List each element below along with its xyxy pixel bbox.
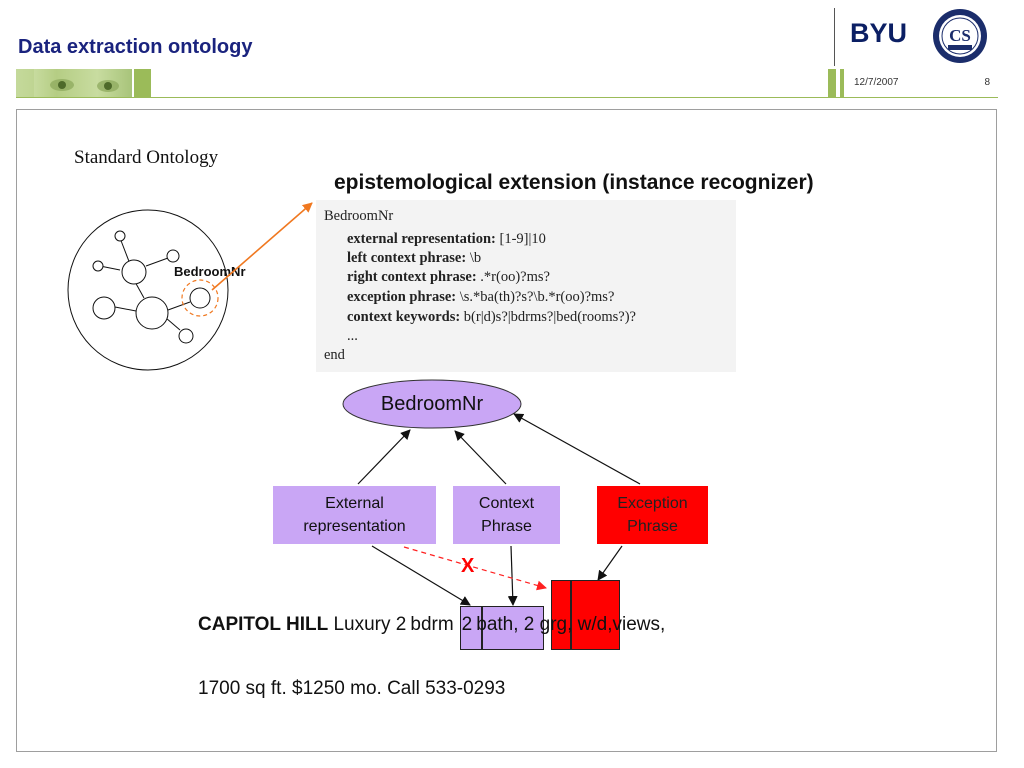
header-divider [834, 8, 835, 66]
ontology-graph [67, 209, 229, 371]
definition-end: end [324, 347, 345, 363]
rejected-match-arrow [403, 546, 547, 591]
exception-to-bath-arrow [597, 545, 623, 581]
ad-match-number: 2 [395, 614, 407, 635]
definition-key: left context phrase: [347, 250, 467, 266]
slide-number: 8 [984, 77, 990, 88]
banner-bar [840, 69, 844, 97]
banner-photo [16, 69, 132, 97]
definition-line: exception phrase: \s.*ba(th)?s?\b.*r(oo)… [347, 289, 614, 306]
graph-node [166, 249, 180, 263]
ad-line-2: 1700 sq ft. $1250 mo. Call 533-0293 [198, 678, 506, 699]
bedroomnr-ellipse-label: BedroomNr [380, 392, 484, 415]
definition-key: external representation: [347, 231, 496, 247]
box-label-line1: Exception [617, 494, 688, 512]
graph-edge [114, 306, 137, 312]
number-match-highlight [460, 606, 482, 650]
box-label-line1: External [325, 494, 384, 512]
external-to-number-arrow [371, 545, 471, 606]
bath-exception-highlight [571, 580, 620, 650]
definition-value: \b [469, 250, 482, 266]
ad-match-bdrm: bdrm [410, 614, 454, 635]
slide-date: 12/7/2007 [854, 77, 899, 88]
box-label-line2: Phrase [481, 518, 532, 535]
ad-text-after: , 2 grg, w/d,views, [513, 614, 666, 635]
ad-exception-bath: bath [476, 614, 514, 635]
definition-value: [1-9]|10 [499, 231, 546, 247]
ad-text-before: Luxury [328, 614, 396, 635]
graph-edge [165, 317, 181, 331]
banner-bar [134, 69, 151, 97]
definition-key: context keywords: [347, 309, 461, 325]
content-frame [16, 109, 997, 752]
definition-name: BedroomNr [324, 208, 394, 224]
definition-line: context keywords: b(r|d)s?|bdrms?|bed(ro… [347, 309, 636, 326]
definition-value: b(r|d)s?|bdrms?|bed(rooms?)? [463, 309, 636, 325]
bedroomnr-ellipse [342, 379, 522, 429]
box-label-line1: Context [478, 494, 535, 512]
bedroomnr-node [189, 287, 211, 309]
graph-edge [167, 301, 191, 311]
definition-value: \s.*ba(th)?s?\b.*r(oo)?ms? [459, 289, 615, 305]
external-representation-box: External representation [273, 486, 436, 544]
reject-x-mark: X [461, 555, 475, 577]
graph-node [178, 328, 194, 344]
box-label-line2: representation [303, 518, 406, 535]
banner-bar [828, 69, 836, 97]
definition-key: exception phrase: [347, 289, 457, 305]
context-to-bdrm-arrow [507, 545, 518, 606]
brand-text: BYU [850, 18, 908, 48]
definition-line: left context phrase: \b [347, 250, 481, 267]
graph-node [92, 296, 116, 320]
extension-title: epistemological extension (instance reco… [334, 171, 814, 194]
ad-headline: CAPITOL HILL [198, 614, 329, 635]
definition-line: right context phrase: .*r(oo)?ms? [347, 269, 550, 286]
extension-arrow [211, 202, 313, 291]
graph-node [135, 296, 169, 330]
definition-ellipsis: ... [347, 328, 358, 344]
logo-lettering: CS [949, 26, 971, 45]
banner-face-image [16, 69, 119, 97]
header-banner: 12/7/2007 8 [16, 69, 998, 98]
graph-edge [145, 257, 169, 267]
recognizer-definition-panel: BedroomNr external representation: [1-9]… [316, 200, 736, 372]
exception-to-ellipse-arrow [513, 413, 641, 485]
graph-edge [119, 237, 131, 265]
bdrm-match-highlight [482, 606, 544, 650]
slide-title: Data extraction ontology [18, 36, 253, 58]
definition-value: .*r(oo)?ms? [480, 269, 550, 285]
context-to-ellipse-arrow [454, 430, 507, 485]
graph-node [92, 260, 104, 272]
highlight-ring [181, 279, 219, 317]
standard-ontology-label: Standard Ontology [74, 147, 219, 168]
definition-line: external representation: [1-9]|10 [347, 231, 546, 248]
bedroomnr-node-label: BedroomNr [174, 264, 246, 279]
ad-exception-number: 2 [461, 614, 473, 635]
box-label-line2: Phrase [627, 518, 678, 535]
external-to-ellipse-arrow [357, 429, 411, 485]
graph-node [114, 230, 126, 242]
exception-number-highlight [551, 580, 571, 650]
definition-key: right context phrase: [347, 269, 477, 285]
graph-node [121, 259, 147, 285]
cs-department-seal-icon: CS [933, 9, 987, 63]
